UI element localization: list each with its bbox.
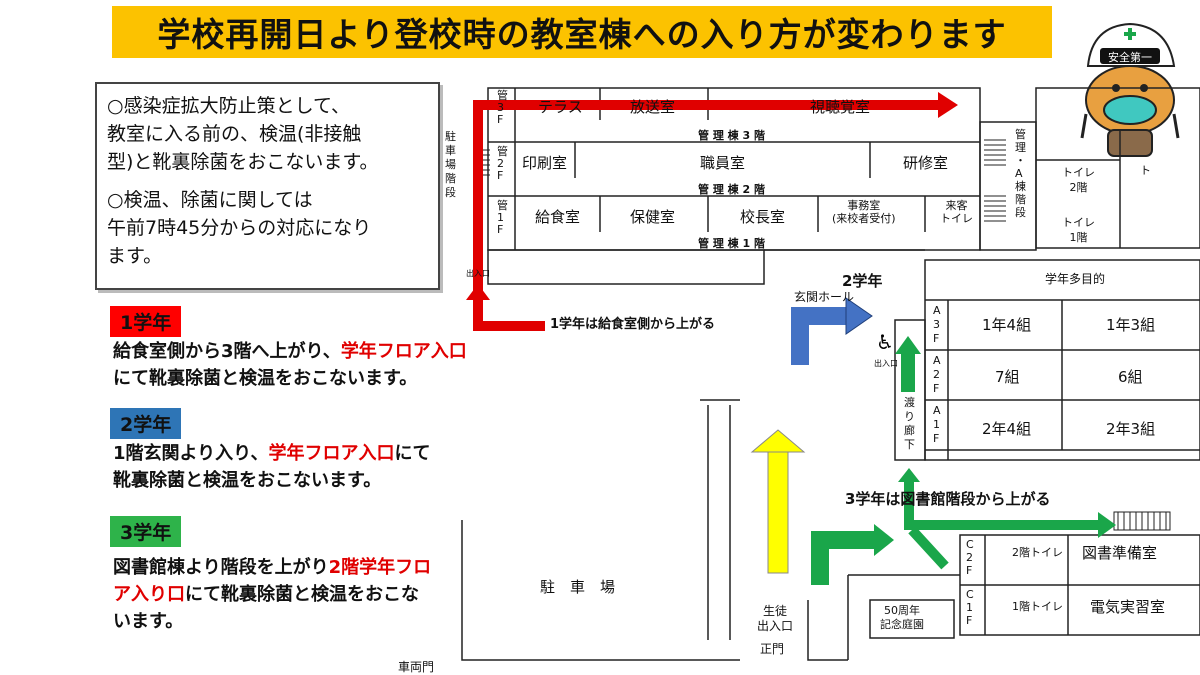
grade1-route-label: 1学年は給食室側から上がる	[550, 317, 716, 332]
corridor-label: 渡 り 廊 下	[904, 396, 915, 451]
vehicle-gate: 車両門	[398, 660, 435, 674]
grade3-desc-a: 図書館棟より階段を上がり	[113, 557, 329, 578]
a-stairs-label: 管 理 ・ A 棟 階 段	[1015, 128, 1026, 219]
grade3-desc-red: 2階学年フロ ア入り口	[113, 557, 432, 605]
memorial-garden: 50周年 記念庭園	[880, 604, 924, 631]
notice-box: ○感染症拡大防止策として、 教室に入る前の、検温(非接触 型)と靴裏除菌をおこな…	[95, 82, 440, 290]
c2-toilet: 2階トイレ	[1012, 546, 1063, 559]
room-terrace: テラス	[538, 98, 583, 116]
notice-paragraph-2: ○検温、除菌に関しては 午前7時45分からの対応になり ます。	[107, 189, 372, 267]
room-kitchen: 給食室	[535, 208, 581, 226]
main-gate: 正門	[760, 642, 785, 656]
parking-stairs-label: 駐 車 場 階 段	[445, 130, 456, 199]
class-6: 6組	[1118, 368, 1143, 386]
grade3-description: 図書館棟より階段を上がり2階学年フロ ア入り口にて靴裏除菌と検温をおこな います…	[113, 554, 431, 635]
floor1-label: 管 理 棟 1 階	[698, 237, 765, 250]
stair-2f: 管 2 F	[497, 145, 508, 182]
page-title: 学校再開日より登校時の教室棟への入り方が変わります	[157, 15, 1007, 54]
class-1-4: 1年4組	[982, 316, 1032, 334]
grade2-tag: 2学年	[110, 408, 182, 439]
class-1-3: 1年3組	[1106, 316, 1156, 334]
title-banner: 学校再開日より登校時の教室棟への入り方が変わります	[112, 6, 1052, 58]
exit-small-1: 出入口	[466, 269, 490, 278]
room-nurse: 保健室	[630, 208, 676, 226]
toilet-1f: トイレ 1階	[1062, 216, 1095, 244]
stair-1f: 管 1 F	[497, 199, 508, 236]
wheelchair-icon: ♿	[876, 330, 894, 354]
notice-paragraph-1: ○感染症拡大防止策として、 教室に入る前の、検温(非接触 型)と靴裏除菌をおこな…	[107, 95, 379, 173]
grade1-desc-a: 給食室側から3階へ上がり、	[113, 341, 341, 362]
parking-label: 駐 車 場	[540, 578, 616, 596]
student-exit: 生徒 出入口	[757, 604, 794, 633]
a3f-label: A 3 F	[933, 304, 941, 345]
room-office: 事務室 (来校者受付)	[832, 199, 896, 225]
grade2-desc-a: 1階玄関より入り、	[113, 443, 269, 464]
class-7: 7組	[995, 368, 1020, 386]
multi-purpose-room: 学年多目的	[1045, 272, 1106, 286]
floor2-label: 管 理 棟 2 階	[698, 183, 765, 196]
guest-toilet: 来客 トイレ	[940, 199, 973, 225]
a2f-label: A 2 F	[933, 354, 941, 395]
class-2-4: 2年4組	[982, 420, 1032, 438]
c1-toilet: 1階トイレ	[1012, 600, 1063, 613]
grade2-desc-b: にて 靴裏除菌と検温をおこないます。	[113, 443, 431, 491]
class-2-3: 2年3組	[1106, 420, 1156, 438]
grade2-map-label: 2学年	[842, 272, 883, 290]
room-staff: 職員室	[700, 154, 746, 172]
stair-3f: 管 3 F	[497, 89, 508, 126]
c2f-label: C 2 F	[966, 538, 974, 577]
grade3-route-label: 3学年は図書館階段から上がる	[845, 490, 1051, 508]
a1f-label: A 1 F	[933, 404, 941, 445]
safety-mascot-icon: 安全第一	[1080, 22, 1180, 157]
mascot-badge: 安全第一	[1108, 50, 1152, 64]
c1f-label: C 1 F	[966, 588, 974, 627]
toilet-2f: トイレ 2階	[1062, 166, 1095, 194]
toilet-t: ト	[1140, 164, 1151, 177]
floor3-label: 管 理 棟 3 階	[698, 129, 765, 142]
grade1-description: 給食室側から3階へ上がり、学年フロア入口 にて靴裏除菌と検温をおこないます。	[113, 338, 467, 392]
grade1-tag: 1学年	[110, 306, 182, 337]
room-broadcast: 放送室	[630, 98, 676, 116]
entrance-hall-label: 玄関ホール	[794, 290, 855, 304]
room-training: 研修室	[903, 154, 949, 172]
room-printing: 印刷室	[522, 154, 568, 172]
grade1-desc-b: にて靴裏除菌と検温をおこないます。	[113, 368, 418, 389]
library-prep-room: 図書準備室	[1082, 544, 1158, 562]
grade2-desc-red: 学年フロア入口	[268, 443, 395, 464]
room-av: 視聴覚室	[810, 98, 871, 116]
grade2-description: 1階玄関より入り、学年フロア入口にて 靴裏除菌と検温をおこないます。	[113, 440, 430, 494]
grade1-desc-red: 学年フロア入口	[340, 341, 467, 362]
grade3-desc-b: にて靴裏除菌と検温をおこな います。	[113, 584, 419, 632]
room-principal: 校長室	[740, 208, 786, 226]
grade3-tag: 3学年	[110, 516, 182, 547]
exit-small-2: 出入口	[874, 359, 898, 368]
electric-room: 電気実習室	[1090, 598, 1166, 616]
